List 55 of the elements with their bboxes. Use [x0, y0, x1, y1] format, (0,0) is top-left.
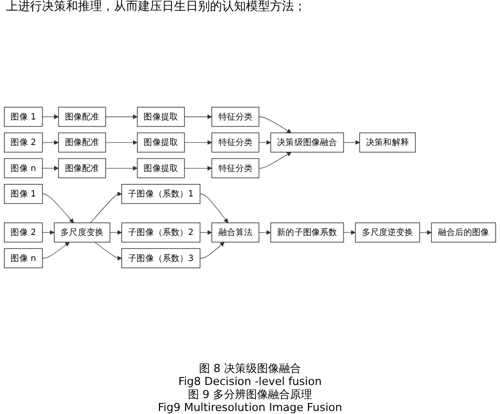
arrow	[42, 230, 54, 235]
arrow	[343, 140, 360, 145]
node-box: 新的子图像系数	[270, 222, 344, 242]
arrow	[42, 140, 59, 145]
arrow	[105, 114, 138, 120]
arrow	[184, 140, 212, 145]
node-box: 图像 2	[4, 222, 43, 242]
arrow	[105, 140, 138, 145]
node-box: 决策和解释	[359, 132, 416, 152]
arrow	[184, 166, 212, 171]
arrow	[258, 152, 292, 168]
arrow	[419, 230, 432, 235]
arrow	[200, 194, 228, 224]
arrow	[258, 116, 292, 134]
node-box: 子图像（系数）2	[121, 222, 200, 242]
node-box: 图像配准	[58, 132, 106, 152]
node-box: 图像提取	[137, 132, 185, 152]
arrow	[110, 230, 122, 235]
node-box: 图像 1	[4, 184, 43, 204]
node-box: 子图像（系数）1	[121, 184, 200, 204]
arrow	[258, 230, 271, 235]
arrow	[200, 230, 212, 235]
node-box: 图像配准	[58, 106, 106, 127]
arrow	[42, 242, 70, 258]
arrow	[42, 166, 59, 171]
node-box: 多尺度逆变换	[355, 222, 420, 242]
node-box: 特征分类	[212, 132, 260, 152]
node-box: 图像 2	[4, 132, 43, 152]
figure-caption: 图 8 决策级图像融合	[198, 362, 302, 375]
node-box: 图像配准	[58, 158, 106, 178]
figure-caption: 图 9 多分辨图像融合原理	[187, 388, 313, 401]
arrow	[94, 242, 122, 261]
arrow	[105, 166, 138, 171]
arrow	[258, 140, 271, 145]
node-box: 图像 n	[4, 248, 43, 268]
arrow	[42, 194, 74, 224]
node-box: 特征分类	[212, 158, 260, 178]
node-box: 融合算法	[212, 222, 260, 242]
node-box: 融合后的图像	[431, 222, 496, 242]
figure-caption: Fig9 Multiresolution Image Fusion	[158, 401, 342, 414]
arrow	[42, 114, 59, 120]
arrow	[90, 192, 122, 224]
node-box: 特征分类	[212, 106, 260, 127]
node-box: 子图像（系数）3	[121, 248, 200, 268]
figure-caption: Fig8 Decision -level fusion	[177, 375, 323, 388]
node-box: 多尺度变换	[54, 222, 110, 242]
node-box: 决策级图像融合	[270, 132, 344, 152]
node-box: 图像提取	[137, 158, 185, 178]
text-line: 上进行决策和推理，从而建压日生日别的认知模型方法；	[6, 0, 306, 13]
arrow	[200, 242, 225, 258]
node-box: 图像 n	[4, 158, 43, 178]
arrow	[343, 230, 356, 235]
arrow	[184, 114, 212, 120]
node-box: 图像提取	[137, 106, 185, 127]
node-box: 图像 1	[4, 106, 43, 127]
